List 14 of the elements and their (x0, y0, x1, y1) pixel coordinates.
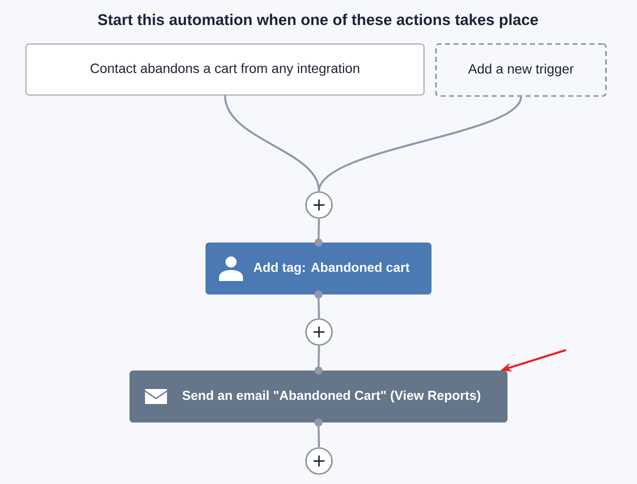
email-action-box: Send an email "Abandoned Cart" (View Reports) (130, 370, 508, 422)
connector-line (314, 218, 322, 246)
connector-line (314, 290, 322, 318)
tag-action-box: Add tag: Abandoned cart (206, 242, 432, 294)
connector-line (224, 95, 320, 192)
connector-line (314, 346, 322, 374)
connector-line (318, 96, 522, 192)
add-step-button (305, 318, 333, 346)
trigger-box: Contact abandons a cart from any integration (26, 44, 424, 96)
add-step-button (305, 191, 333, 219)
connector-line (314, 418, 322, 448)
title: Start this automation when one of these actions takes place (98, 14, 538, 28)
add-trigger-box: Add a new trigger (435, 43, 607, 97)
add-step-button (305, 447, 333, 475)
